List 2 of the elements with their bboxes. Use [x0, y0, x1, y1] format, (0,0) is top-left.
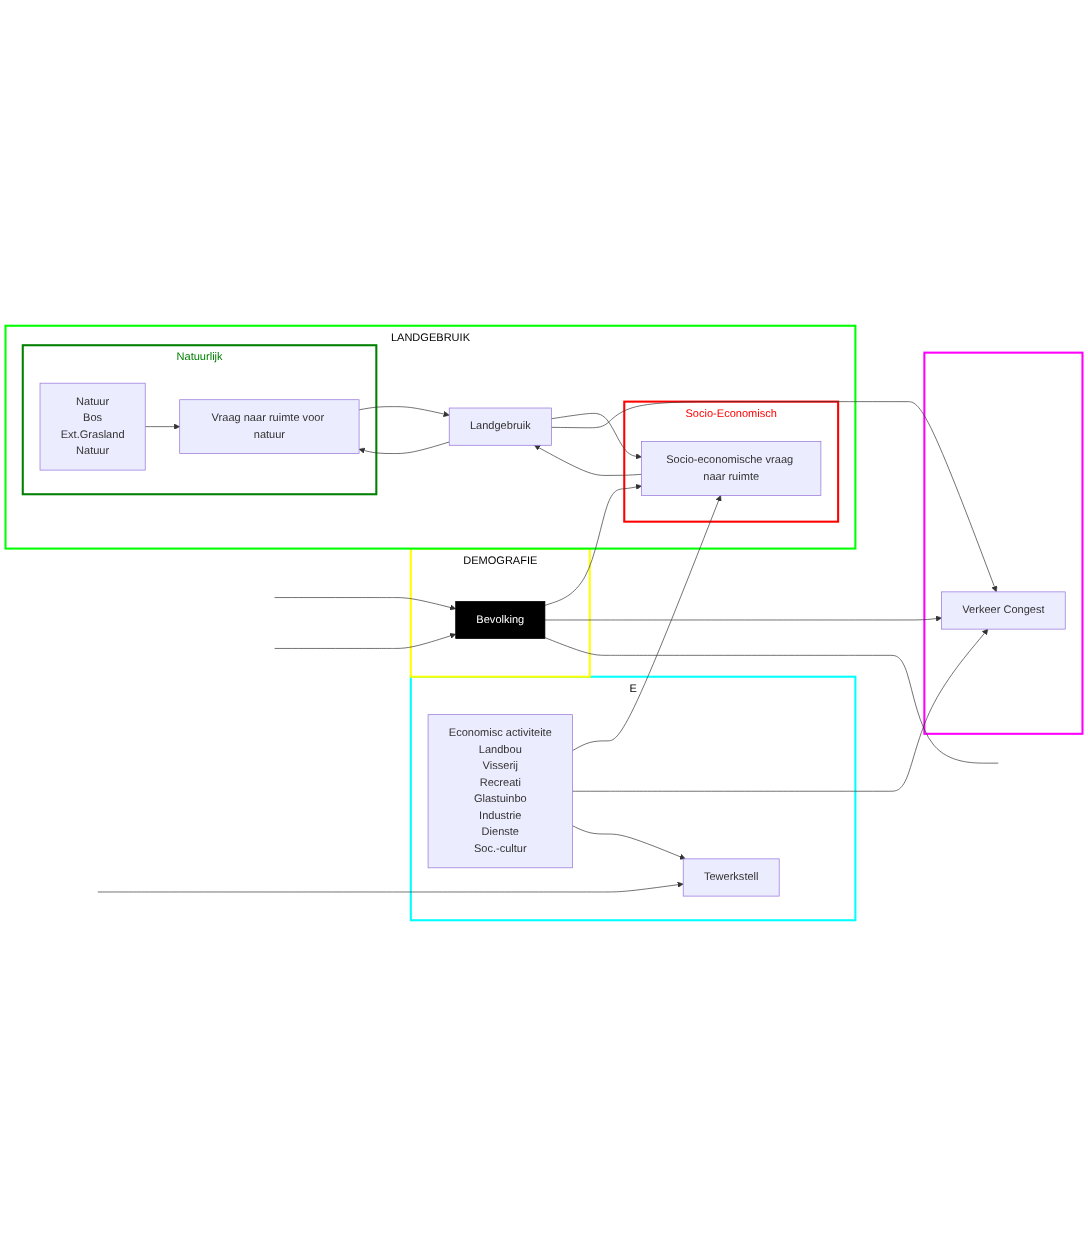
connector	[544, 637, 999, 764]
cluster	[923, 351, 1084, 735]
